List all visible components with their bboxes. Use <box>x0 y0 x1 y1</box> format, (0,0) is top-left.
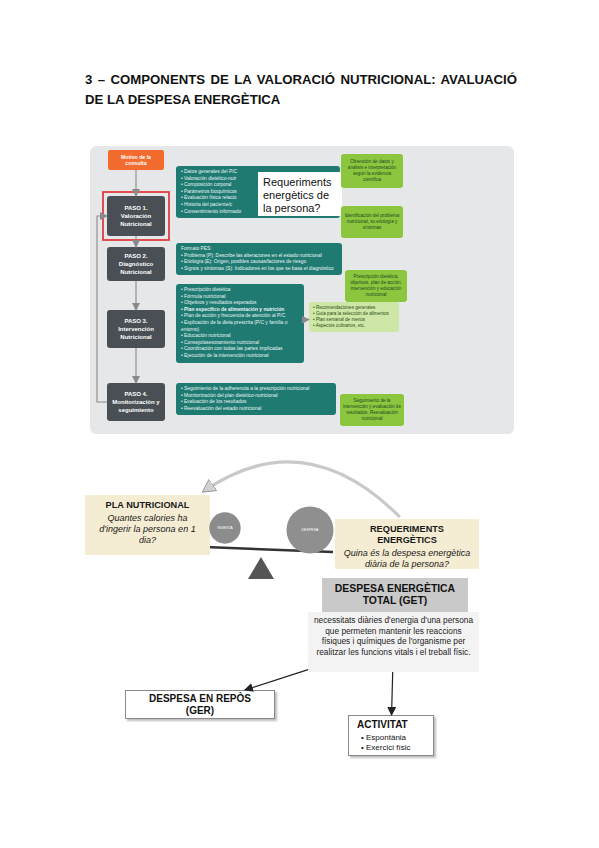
node-text: • Seguimiento de la adherencia a la pres… <box>181 386 331 393</box>
node-text: • Explicación de la dieta prescrita (P/C… <box>181 320 299 333</box>
node-text: DESPESA <box>302 528 319 532</box>
weight-circle: DESPESA <box>286 506 334 554</box>
detail-band: Formato PES:• Problema (P): Describe las… <box>176 243 342 275</box>
flow-arrow <box>135 170 136 196</box>
node-text: • Guía para la selección de alimentos <box>313 311 395 317</box>
node-text: • Evaluación de los resultados <box>181 399 331 406</box>
node-text: PASO 2. Diagnóstico Nutricional <box>110 252 162 276</box>
note-box: Prescripción dietética, objetivos, plan … <box>345 270 407 302</box>
step-box: PASO 4. Monitorización y seguimiento <box>107 383 165 421</box>
detail-band: • Prescripción dietética• Fórmula nutric… <box>176 284 304 363</box>
note-box: Obtención de datos y análisis e interpre… <box>341 154 403 188</box>
node-text: Identificación del problema nutricional,… <box>344 213 400 230</box>
node-text: • Fórmula nutricional <box>181 294 299 301</box>
node-text: Requeriments energètics de la persona? <box>263 176 337 215</box>
node-text: • Consejo/asesoramiento nutricional <box>181 340 299 347</box>
node-text: • Problema (P): Describe las alteracione… <box>181 253 337 260</box>
flow-arrow <box>135 281 136 310</box>
question-box: PLA NUTRICIONAL Quantes calories ha d'ing… <box>85 495 210 555</box>
node-text: • Monitorización del plan dietético-nutr… <box>181 393 331 400</box>
question-box: REQUERIMENTS ENERGÈTICSQuina és la despe… <box>335 519 479 569</box>
note-box: • Recomendaciones generales• Guía para l… <box>309 302 399 332</box>
flow-arrow <box>135 236 136 247</box>
node-text: • Reevaluación del estado nutricional <box>181 406 331 413</box>
node-text: Prescripción dietética, objetivos, plan … <box>348 274 404 297</box>
step-box: PASO 1. Valoración Nutricional <box>107 196 165 236</box>
node-text: ACTIVITAT <box>357 719 429 731</box>
balance-fulcrum <box>248 557 274 579</box>
node-text: PASO 4. Monitorización y seguimiento <box>110 390 162 414</box>
node-text: • Coordinación con todas las partes impl… <box>181 346 299 353</box>
node-text: • Recomendaciones generales <box>313 305 395 311</box>
node-text: • Aspectos culinarios, etc. <box>313 323 395 329</box>
node-text: DESPESA EN REPÒS (GER) <box>146 693 254 717</box>
node-text: INGESTA <box>217 526 233 530</box>
definition-box: necessitats diàries d'energia d'una pers… <box>308 612 479 672</box>
step-box: PASO 2. Diagnóstico Nutricional <box>107 247 165 281</box>
node-text: • Plan específico de alimentación y nutr… <box>181 307 299 314</box>
loop-arrow <box>97 216 107 402</box>
node-text: PASO 1. Valoración Nutricional <box>110 204 162 228</box>
highlight-frame <box>103 192 169 240</box>
node-text: • Objetivos y resultados esperados <box>181 300 299 307</box>
concept-box: ACTIVITAT • Espontània• Exercici físic <box>348 715 434 756</box>
circle-shape <box>286 506 333 553</box>
callout-box: Requeriments energètics de la persona? <box>258 172 342 216</box>
concept-box: DESPESA EN REPÒS (GER) <box>125 690 275 719</box>
node-text: • Plan semanal de menús <box>313 317 395 323</box>
node-text: PLA NUTRICIONAL <box>91 500 204 511</box>
circle-shape <box>209 512 240 543</box>
node-text: • Ejecución de la intervención nutricion… <box>181 353 299 360</box>
weight-circle: INGESTA <box>209 512 241 544</box>
node-text: PASO 3. Intervención Nutricional <box>110 317 162 341</box>
node-text: Quina és la despesa energètica diària de… <box>341 548 473 570</box>
page-title: 3 – COMPONENTS DE LA VALORACIÓ NUTRICION… <box>85 70 517 110</box>
node-text: DESPESA ENERGÈTICA TOTAL (GET) <box>325 583 465 607</box>
branch-arrow <box>392 672 393 715</box>
flow-arrow <box>135 348 136 383</box>
node-text: Obtención de datos y análisis e interpre… <box>344 159 400 182</box>
start-box: Motivo de la consulta <box>108 150 164 170</box>
node-text: • Plan de acción y frecuencia de atenció… <box>181 313 299 320</box>
node-text: • Espontània <box>361 733 429 743</box>
node-text: Quantes calories ha d'ingerir la persona… <box>91 513 204 546</box>
note-box: Seguimiento de la intervención y evaluac… <box>340 394 404 426</box>
node-text: • Prescripción dietética <box>181 287 299 294</box>
step-box: PASO 3. Intervención Nutricional <box>107 310 165 348</box>
node-text: • Exercici físic <box>361 743 429 753</box>
heading-box: DESPESA ENERGÈTICA TOTAL (GET) <box>322 578 468 612</box>
node-text: REQUERIMENTS ENERGÈTICS <box>341 524 473 546</box>
node-text: • Signos y síntomas (S): Indicadores en … <box>181 266 337 273</box>
node-text: • Educación nutricional <box>181 333 299 340</box>
branch-arrow <box>245 670 308 690</box>
node-text: Motivo de la consulta <box>110 154 162 166</box>
node-text: Seguimiento de la intervención y evaluac… <box>343 398 401 421</box>
detail-band: • Seguimiento de la adherencia a la pres… <box>176 383 336 415</box>
node-text: • Etiología (E): Origen, posibles causas… <box>181 259 337 266</box>
note-box: Identificación del problema nutricional,… <box>341 206 403 238</box>
flowchart-panel <box>90 146 514 434</box>
node-text: Formato PES: <box>181 246 337 253</box>
node-text: necessitats diàries d'energia d'una pers… <box>312 615 475 657</box>
